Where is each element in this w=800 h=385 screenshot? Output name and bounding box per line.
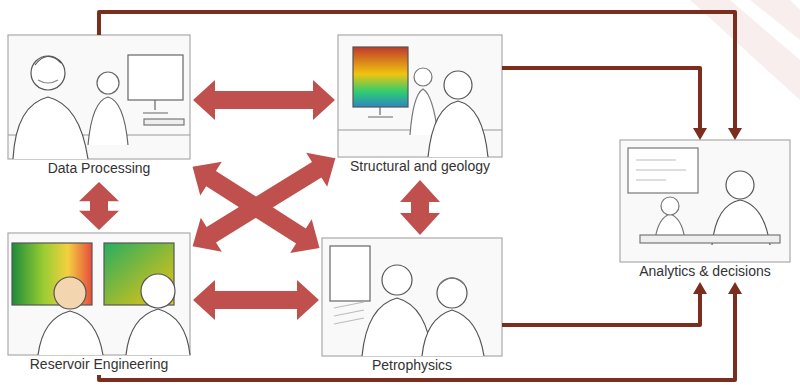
double-arrow — [193, 153, 336, 252]
flow-line — [99, 12, 735, 128]
photo-node: Data Processing — [8, 35, 190, 179]
node-caption: Reservoir Engineering — [8, 356, 190, 372]
photo-sketch — [8, 35, 190, 159]
double-arrow — [193, 80, 335, 120]
photo-sketch — [620, 140, 790, 262]
photo-node: Structural and geology — [338, 35, 502, 177]
flow-line — [502, 294, 700, 325]
double-arrow — [79, 182, 119, 230]
connector-arrow — [193, 280, 319, 320]
flow-line — [502, 68, 700, 128]
arrow-head — [728, 282, 742, 294]
photo-sketch — [8, 233, 190, 355]
arrow-head — [728, 128, 742, 140]
connector-arrow — [502, 68, 707, 140]
connector-arrow — [193, 80, 335, 120]
node-caption: Data Processing — [8, 160, 190, 176]
photo-node: Analytics & decisions — [620, 140, 790, 282]
node-caption: Analytics & decisions — [620, 263, 790, 279]
background-stripes — [690, 0, 800, 100]
connector-arrow — [99, 12, 742, 140]
connector-arrow — [99, 282, 742, 380]
photo-node: Reservoir Engineering — [8, 233, 190, 375]
double-arrow — [400, 180, 440, 235]
connector-arrow — [193, 153, 336, 252]
node-caption: Structural and geology — [338, 158, 502, 174]
arrow-head — [693, 128, 707, 140]
connector-arrow — [502, 282, 707, 325]
photo-node: Petrophysics — [322, 238, 502, 376]
connector-arrow — [400, 180, 440, 235]
flow-line — [99, 294, 735, 380]
node-caption: Petrophysics — [322, 357, 502, 373]
photo-sketch — [338, 35, 502, 157]
double-arrow — [193, 280, 319, 320]
photo-sketch — [322, 238, 502, 356]
connector-arrow — [79, 182, 119, 230]
arrow-head — [693, 282, 707, 294]
